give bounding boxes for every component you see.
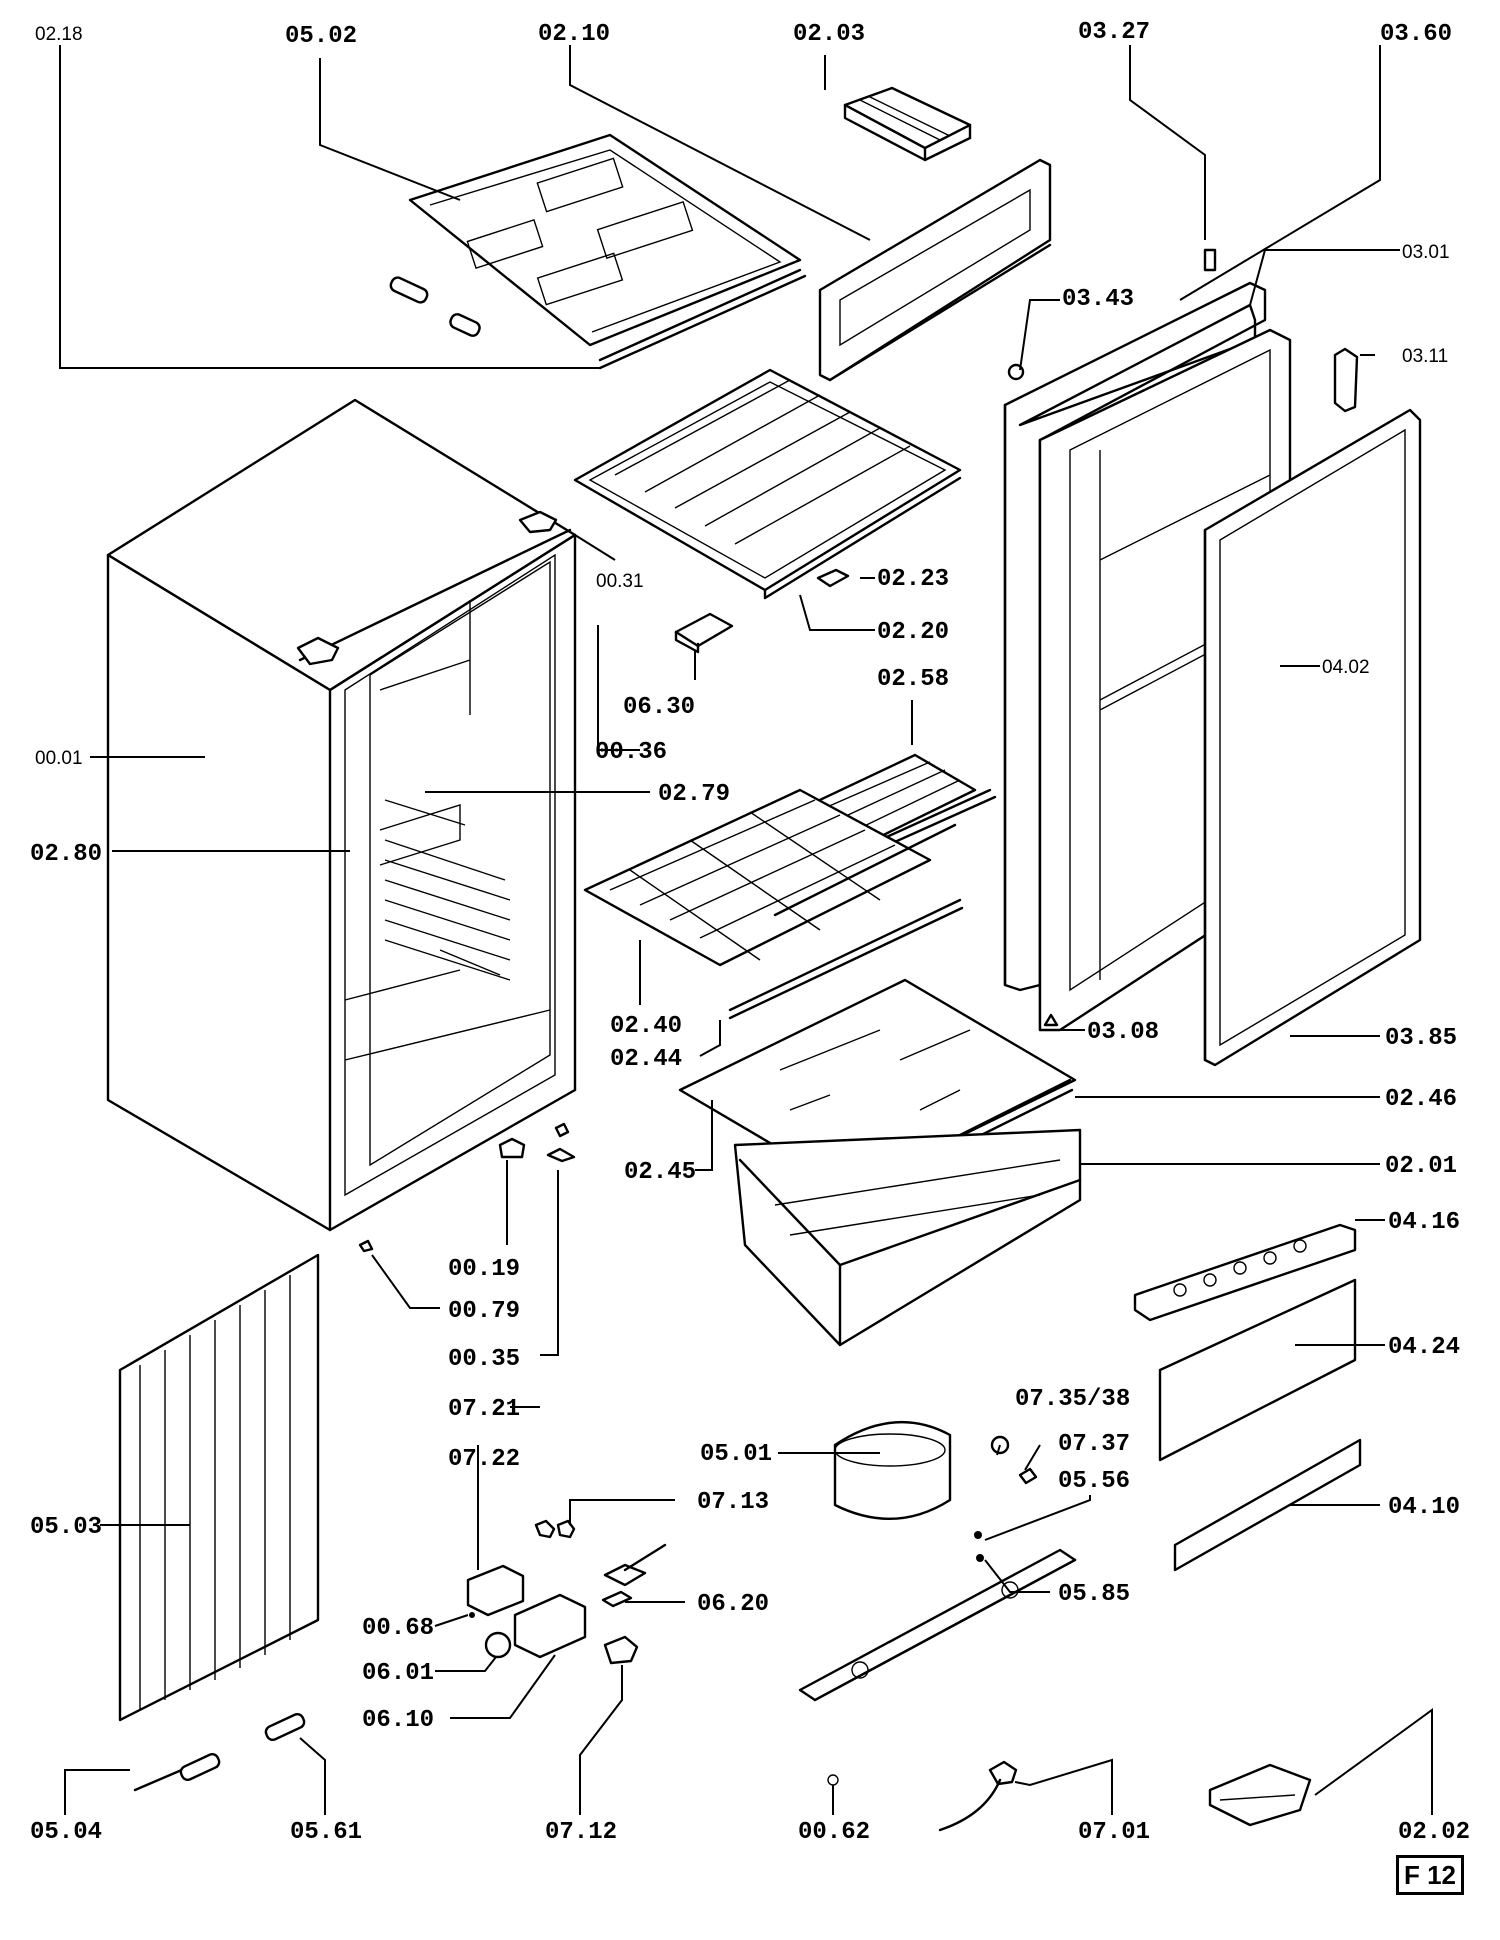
label-03-27: 03.27 [1078, 19, 1150, 46]
freezer-tray-shelf [573, 368, 962, 600]
label-03-11: 03.11 [1402, 346, 1448, 367]
label-05-85: 05.85 [1058, 1581, 1130, 1608]
label-06-20: 06.20 [697, 1591, 769, 1618]
label-05-02: 05.02 [285, 23, 357, 50]
label-07-13: 07.13 [697, 1489, 769, 1516]
refrigerator-cabinet [106, 398, 577, 1232]
label-05-61: 05.61 [290, 1819, 362, 1846]
label-07-12: 07.12 [545, 1819, 617, 1846]
callout-labels: 02.18 05.02 02.10 02.03 03.27 03.60 03.0… [30, 19, 1470, 1846]
label-02-40: 02.40 [610, 1013, 682, 1040]
label-04-10: 04.10 [1388, 1494, 1460, 1521]
label-02-18: 02.18 [35, 24, 83, 45]
label-02-20: 02.20 [877, 619, 949, 646]
label-07-37: 07.37 [1058, 1431, 1130, 1458]
label-05-03: 05.03 [30, 1514, 102, 1541]
label-02-44: 02.44 [610, 1046, 682, 1073]
label-03-85: 03.85 [1385, 1025, 1457, 1052]
label-00-36: 00.36 [595, 739, 667, 766]
label-03-43: 03.43 [1062, 286, 1134, 313]
freezer-door-flap [818, 158, 1052, 382]
label-02-45: 02.45 [624, 1159, 696, 1186]
label-00-19: 00.19 [448, 1256, 520, 1283]
label-05-04: 05.04 [30, 1819, 102, 1846]
label-07-22: 07.22 [448, 1446, 520, 1473]
label-07-35-38: 07.35/38 [1015, 1386, 1130, 1413]
butter-compartment-cover [1208, 1763, 1312, 1827]
door-liner [1203, 408, 1422, 1067]
label-06-30: 06.30 [623, 694, 695, 721]
label-05-01: 05.01 [700, 1441, 772, 1468]
label-06-10: 06.10 [362, 1707, 434, 1734]
label-04-24: 04.24 [1388, 1334, 1460, 1361]
crisper-drawer [733, 1128, 1082, 1347]
label-02-03: 02.03 [793, 21, 865, 48]
label-00-35: 00.35 [448, 1346, 520, 1373]
evaporator-plate [389, 133, 807, 370]
lamp-cover [674, 612, 734, 654]
power-cord [938, 1760, 1018, 1832]
compressor-unit [798, 1420, 1077, 1786]
condenser-coil [118, 1253, 320, 1792]
label-02-58: 02.58 [877, 666, 949, 693]
label-00-68: 00.68 [362, 1615, 434, 1642]
label-02-01: 02.01 [1385, 1153, 1457, 1180]
label-02-10: 02.10 [538, 21, 610, 48]
label-05-56: 05.56 [1058, 1468, 1130, 1495]
label-04-02: 04.02 [1322, 657, 1370, 678]
shelf-clip [816, 568, 850, 588]
door-shelves [1133, 1223, 1362, 1572]
thermostat-relay-group [466, 1519, 667, 1665]
label-00-01: 00.01 [35, 748, 83, 769]
wire-shelves [583, 753, 997, 1020]
ice-tray [843, 86, 972, 162]
label-00-79: 00.79 [448, 1298, 520, 1325]
small-parts [358, 1122, 576, 1253]
label-00-31: 00.31 [596, 571, 644, 592]
label-02-80: 02.80 [30, 841, 102, 868]
figure-label-badge: F 12 [1396, 1855, 1464, 1895]
label-03-60: 03.60 [1380, 21, 1452, 48]
label-03-01: 03.01 [1402, 242, 1450, 263]
label-07-01: 07.01 [1078, 1819, 1150, 1846]
label-03-08: 03.08 [1087, 1019, 1159, 1046]
label-00-62: 00.62 [798, 1819, 870, 1846]
label-07-21: 07.21 [448, 1396, 520, 1423]
label-02-23: 02.23 [877, 566, 949, 593]
leader-lines [59, 45, 1433, 1815]
label-02-79: 02.79 [658, 781, 730, 808]
label-06-01: 06.01 [362, 1660, 434, 1687]
label-02-02: 02.02 [1398, 1819, 1470, 1846]
label-04-16: 04.16 [1388, 1209, 1460, 1236]
label-02-46: 02.46 [1385, 1086, 1457, 1113]
door-hardware [1007, 248, 1359, 1027]
